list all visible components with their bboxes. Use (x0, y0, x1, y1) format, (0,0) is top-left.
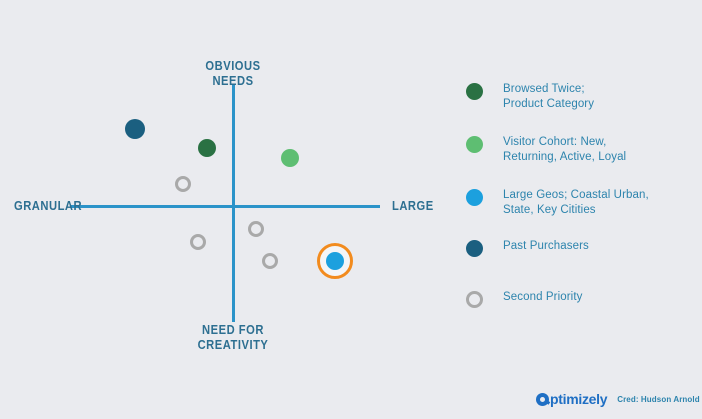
credit-text: Cred: Hudson Arnold (617, 394, 700, 404)
legend-item-large-geos[interactable]: Large Geos; Coastal Urban, State, Key Ci… (466, 188, 696, 217)
axis-label-bottom: NEED FOR CREATIVITY (197, 322, 269, 352)
data-point[interactable] (248, 221, 264, 237)
axis-label-top: OBVIOUS NEEDS (205, 58, 261, 88)
optimizely-logo: ptimizely (536, 391, 608, 407)
legend-marker-icon (466, 240, 483, 257)
data-point[interactable] (190, 234, 206, 250)
brand-footer: ptimizely Cred: Hudson Arnold (536, 391, 700, 407)
axis-label-right: LARGE (392, 198, 434, 213)
legend-item-visitor-cohort[interactable]: Visitor Cohort: New, Returning, Active, … (466, 135, 696, 164)
optimizely-logo-text: ptimizely (550, 391, 608, 407)
legend-item-second-priority[interactable]: Second Priority (466, 290, 696, 308)
optimizely-mark-icon (536, 392, 549, 406)
axis-label-left: GRANULAR (14, 198, 83, 213)
data-point[interactable] (125, 119, 145, 139)
data-point[interactable] (262, 253, 278, 269)
legend-item-label: Past Purchasers (503, 240, 589, 252)
vertical-axis-line (232, 85, 235, 322)
legend-item-past-purchasers[interactable]: Past Purchasers (466, 239, 696, 257)
legend-marker-icon (466, 136, 483, 153)
data-point[interactable] (175, 176, 191, 192)
legend-item-browsed-twice[interactable]: Browsed Twice; Product Category (466, 82, 696, 111)
horizontal-axis-line (70, 205, 380, 208)
legend-marker-icon (466, 83, 483, 100)
legend-marker-icon (466, 291, 483, 308)
legend-item-label: Visitor Cohort: New, Returning, Active, … (503, 136, 627, 163)
data-point[interactable] (198, 139, 216, 157)
data-point[interactable] (281, 149, 299, 167)
data-point[interactable] (326, 252, 344, 270)
legend-item-label: Second Priority (503, 291, 583, 303)
legend-item-label: Large Geos; Coastal Urban, State, Key Ci… (503, 189, 649, 216)
legend-item-label: Browsed Twice; Product Category (503, 83, 595, 110)
legend-marker-icon (466, 189, 483, 206)
